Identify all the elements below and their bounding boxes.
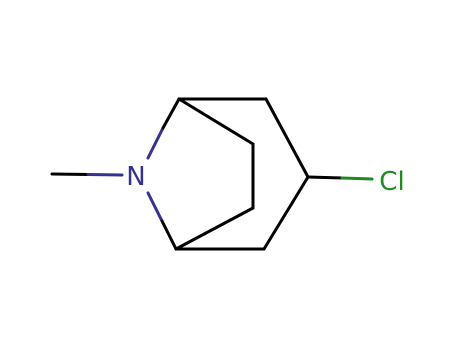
bond-n-c1-carbon-half	[161, 97, 181, 130]
bond-c3-cl-chlorine-half	[340, 176, 374, 181]
bond-c6-c5	[174, 206, 255, 251]
bond-n-c5-nitrogen-half	[146, 191, 164, 223]
bond-c3-cl-carbon-half	[306, 175, 344, 180]
atom-label-nitrogen: N	[126, 162, 145, 192]
bond-methyl-n-carbon-half	[50, 172, 90, 176]
bond-methyl-n-nitrogen-half	[86, 173, 124, 177]
bond-n-c5-carbon-half	[160, 219, 178, 251]
bond-c2-c3	[264, 97, 310, 179]
atom-label-chlorine: Cl	[379, 167, 404, 197]
bond-c3-c4	[262, 175, 310, 251]
bond-c1-c7	[177, 97, 255, 146]
bond-n-c1-nitrogen-half	[146, 126, 165, 160]
